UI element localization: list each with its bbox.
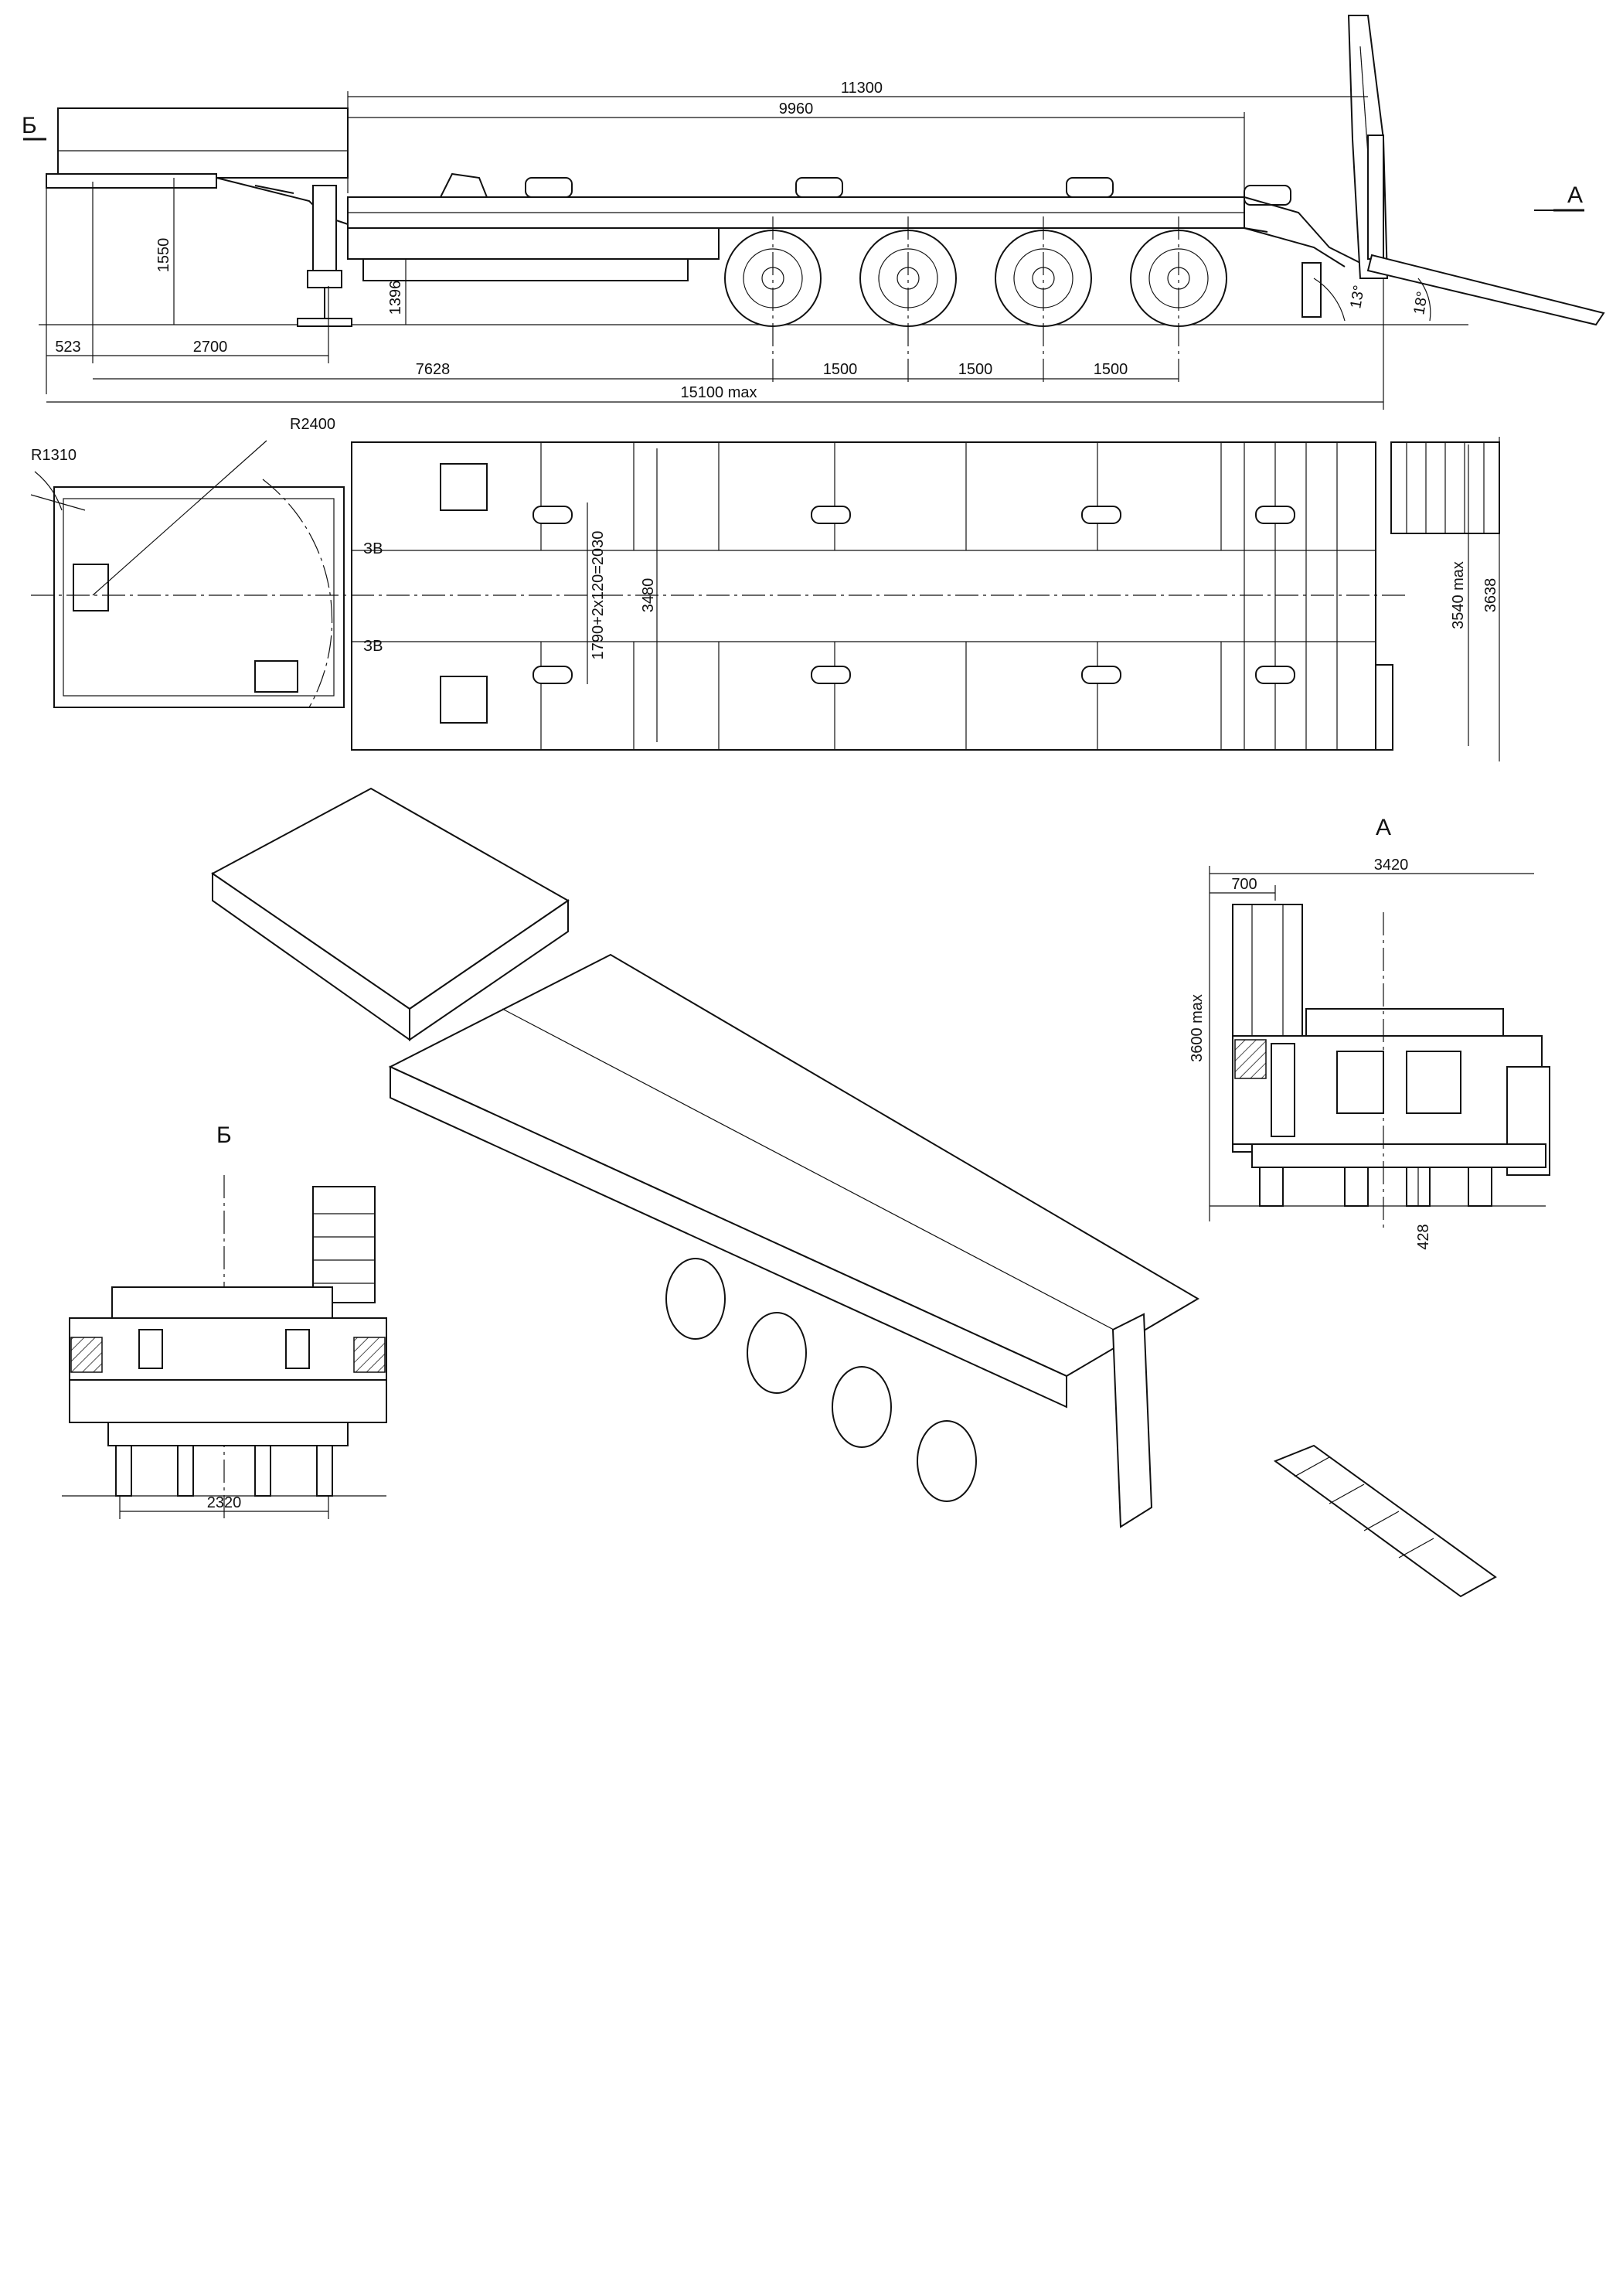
view-a: A 700 3420 3600 max 428 [1189,815,1550,1250]
dim-view-b-track: 2320 [207,1494,242,1511]
isometric-view [211,787,1497,1598]
dim-kingpin-offset: 2700 [193,339,228,356]
dim-swing-radius: R2400 [290,416,335,433]
dim-overall-width: 3638 [1482,578,1499,613]
section-marker-b: Б [22,113,37,138]
deck-badge-lower: ЗВ [363,638,383,655]
view-b-platform [111,1286,333,1319]
dim-view-a-ramp-width: 700 [1231,876,1257,893]
view-a-title: A [1376,815,1391,840]
dim-kingpin-to-axle: 7628 [416,361,451,378]
dim-platform-length: 9960 [779,100,814,118]
dim-deck-width-formula: 1790+2x120=2030 [590,531,607,660]
deck-badge-upper: ЗВ [363,540,383,557]
view-marker-a: A [1567,182,1583,208]
top-main-deck [351,441,1376,751]
dim-view-a-height: 3600 max [1189,994,1206,1062]
side-view: 11300 9960 1550 1396 523 2700 7628 1500 … [22,15,1605,410]
view-b: Б 2320 [62,1122,387,1519]
dim-overall-length: 15100 max [681,384,757,401]
dim-deck-length: 11300 [841,80,883,97]
dim-ramp-angle-1: 13° [1347,284,1368,310]
dim-axle-spacing-1: 1500 [823,361,858,378]
side-dimensions: 11300 9960 1550 1396 523 2700 7628 1500 … [46,80,1431,410]
dim-view-a-width: 3420 [1374,857,1409,874]
side-wheels [724,230,1227,327]
landing-gear [312,185,337,271]
dim-axle-spacing-2: 1500 [958,361,993,378]
dim-deck-width: 3480 [640,578,657,613]
dim-fifth-wheel-height: 1550 [155,238,172,273]
deck-panels [540,442,1338,750]
rear-ramp-lowered [1366,254,1605,326]
iso-deck [388,953,1199,1378]
dim-axle-spacing-3: 1500 [1094,361,1128,378]
top-dimensions: R1310 R2400 1790+2x120=2030 3480 3540 ma… [31,416,1500,761]
dim-width-max: 3540 max [1450,561,1467,629]
dim-ramp-angle-2: 18° [1410,290,1431,316]
view-b-title: Б [216,1122,232,1148]
dim-front-radius: R1310 [31,447,77,464]
top-view: ЗВ ЗВ R1310 R2400 1790+2x120=2030 3480 3… [30,416,1500,761]
dim-deck-height: 1396 [387,281,404,315]
gooseneck-platform [57,107,349,179]
dim-view-a-clearance: 428 [1415,1224,1432,1249]
dim-front-overhang: 523 [55,339,80,356]
